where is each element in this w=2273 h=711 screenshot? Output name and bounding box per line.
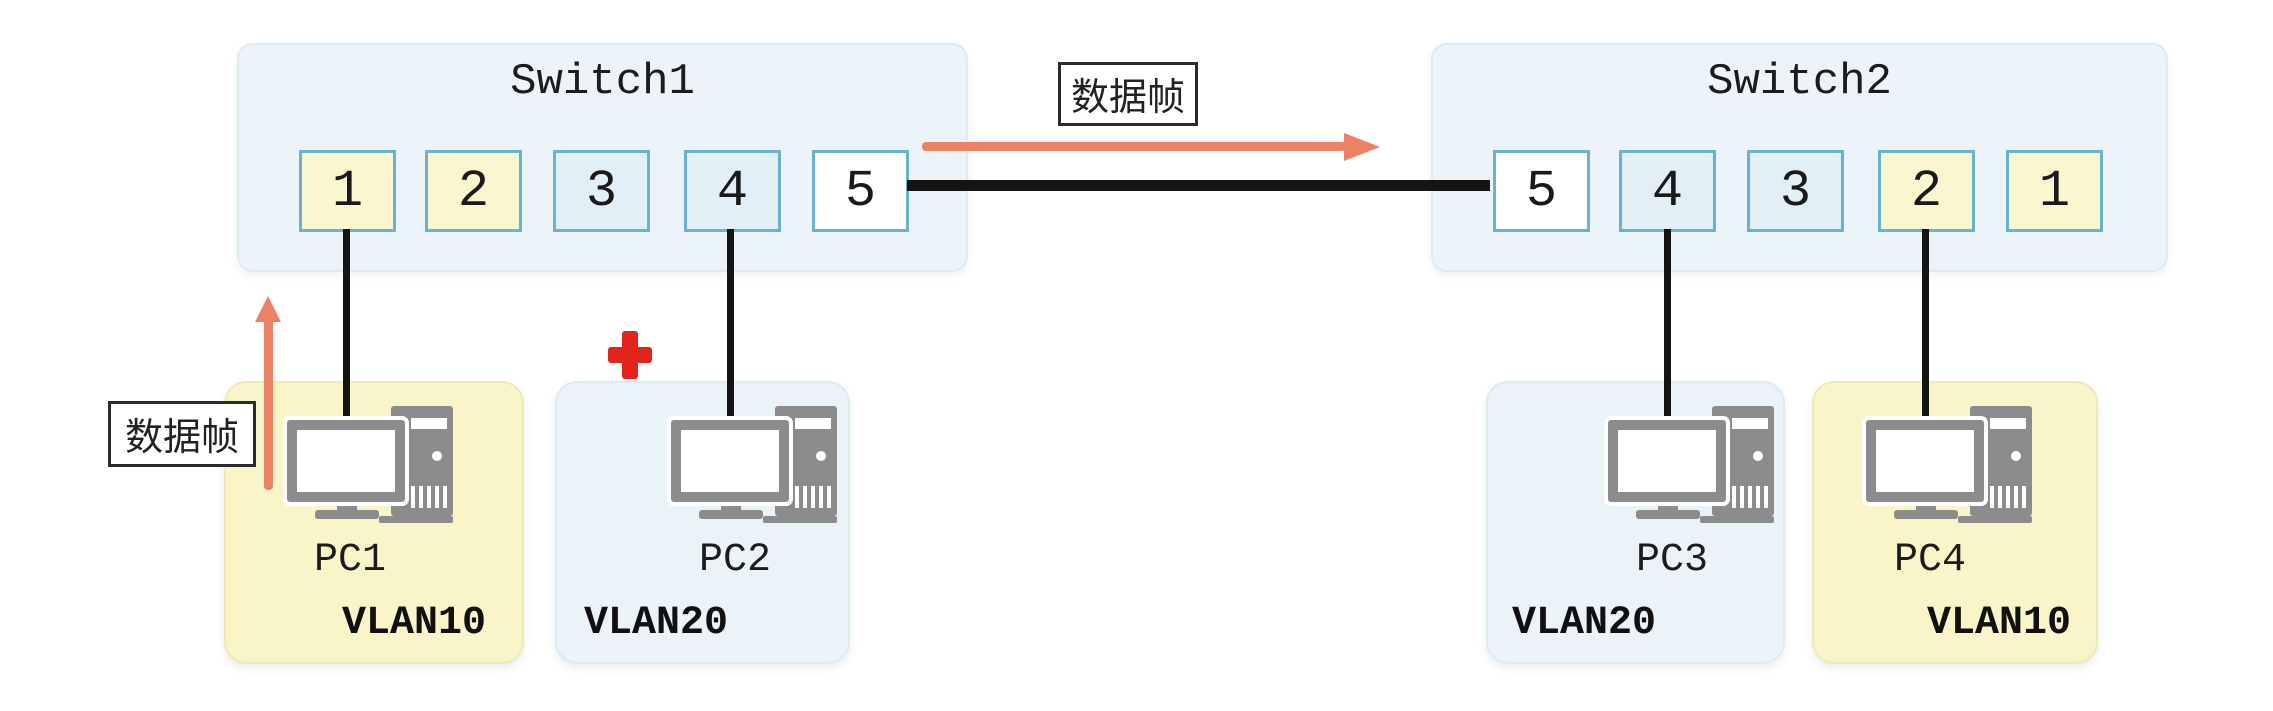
- pc4-vlan-label: VLAN10: [1926, 601, 2071, 646]
- cable-switch2-pc4: [1922, 229, 1929, 450]
- switch1-port-5: 5: [812, 150, 909, 232]
- pc3-label: PC3: [1635, 538, 1709, 583]
- data-frame-label-top: 数据帧: [1058, 62, 1198, 126]
- switch2-port-1: 1: [2006, 150, 2103, 232]
- pc2-computer-icon: [663, 406, 863, 526]
- pc1-label: PC1: [313, 538, 387, 583]
- data-frame-label-left: 数据帧: [108, 401, 256, 467]
- cable-switch1-pc2: [727, 229, 734, 450]
- pc1-computer-icon: [279, 406, 479, 526]
- pc1-vlan-label: VLAN10: [341, 601, 486, 646]
- switch1-title: Switch1: [510, 57, 695, 107]
- cable-switch2-pc3: [1664, 229, 1671, 450]
- data-frame-up-arrow: [264, 318, 273, 490]
- switch2-port-2: 2: [1878, 150, 1975, 232]
- data-frame-right-arrow: [922, 142, 1346, 151]
- pc2-label: PC2: [698, 538, 772, 583]
- data-frame-up-arrowhead-icon: [255, 296, 281, 322]
- pc2-vlan-label: VLAN20: [584, 601, 729, 646]
- red-cross-horizontal-bar: [608, 347, 652, 363]
- pc3-vlan-label: VLAN20: [1512, 601, 1657, 646]
- switch1-port-4: 4: [684, 150, 781, 232]
- red-cross-icon: [608, 331, 652, 379]
- switch1-port-1: 1: [299, 150, 396, 232]
- switch2-port-3: 3: [1747, 150, 1844, 232]
- pc4-label: PC4: [1893, 538, 1967, 583]
- switch2-port-5: 5: [1493, 150, 1590, 232]
- switch2-port-4: 4: [1619, 150, 1716, 232]
- data-frame-right-arrowhead-icon: [1344, 133, 1380, 161]
- pc3-computer-icon: [1600, 406, 1800, 526]
- trunk-cable: [907, 180, 1490, 191]
- switch1-box: Switch1 1 2 3 4 5: [237, 43, 968, 272]
- switch2-box: Switch2 5 4 3 2 1: [1431, 43, 2168, 272]
- cable-switch1-pc1: [343, 229, 350, 450]
- switch1-port-2: 2: [425, 150, 522, 232]
- switch2-title: Switch2: [1707, 57, 1892, 107]
- pc4-computer-icon: [1858, 406, 2058, 526]
- switch1-port-3: 3: [553, 150, 650, 232]
